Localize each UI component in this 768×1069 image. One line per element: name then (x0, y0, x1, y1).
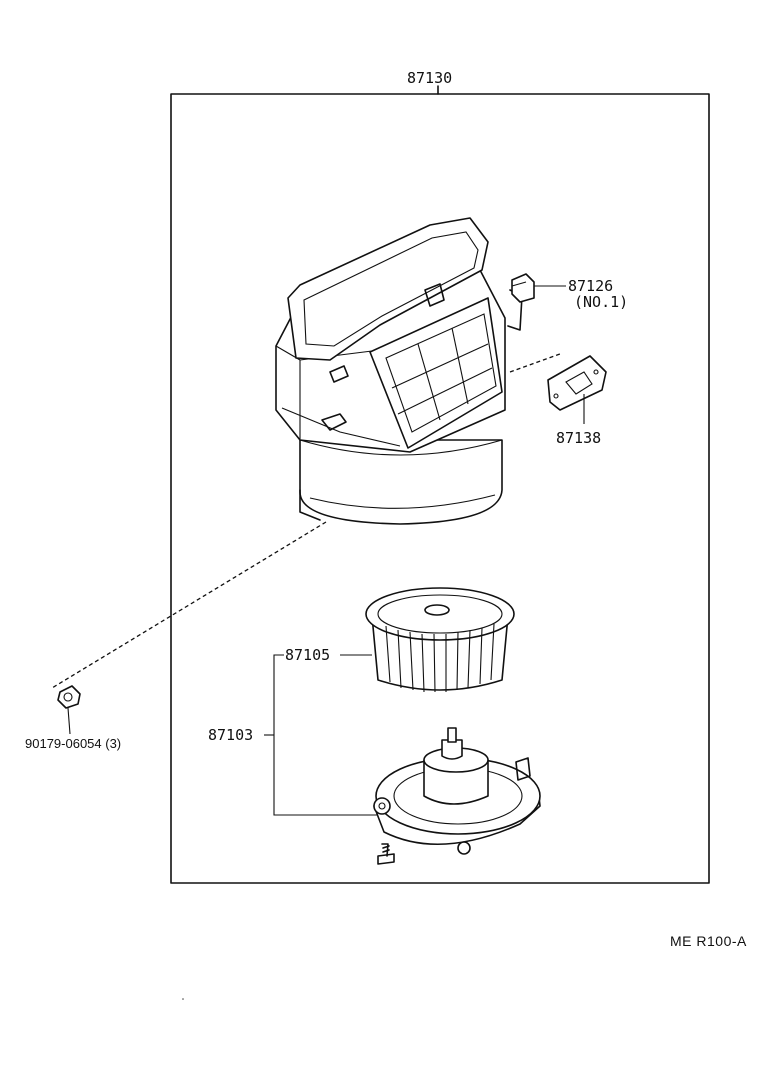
resistor-drawing (547, 355, 607, 411)
connector-part-number: 87126 (568, 277, 614, 295)
reference-code: ME R100-A (670, 933, 747, 949)
nut-leader (67, 707, 71, 735)
connector-note: (NO.1) (574, 293, 629, 311)
connector-drawing (511, 273, 535, 303)
stray-dot (182, 998, 184, 1000)
motor-drawing (373, 727, 541, 855)
assembly-part-number: 87130 (407, 69, 453, 87)
assembly-frame (170, 93, 710, 884)
fan-drawing (365, 587, 515, 693)
nut-part-number: 90179-06054 (3) (25, 736, 122, 751)
nut-guide-line (51, 521, 327, 689)
fan-part-number: 87105 (285, 646, 331, 664)
resistor-part-number: 87138 (556, 429, 602, 447)
nut-drawing (57, 685, 81, 709)
motor-subassy-bracket (273, 654, 380, 816)
screw-drawing (377, 843, 395, 865)
motor-subassy-part-number: 87103 (208, 726, 254, 744)
resistor-guide-line (509, 353, 561, 373)
blower-case (275, 217, 523, 525)
